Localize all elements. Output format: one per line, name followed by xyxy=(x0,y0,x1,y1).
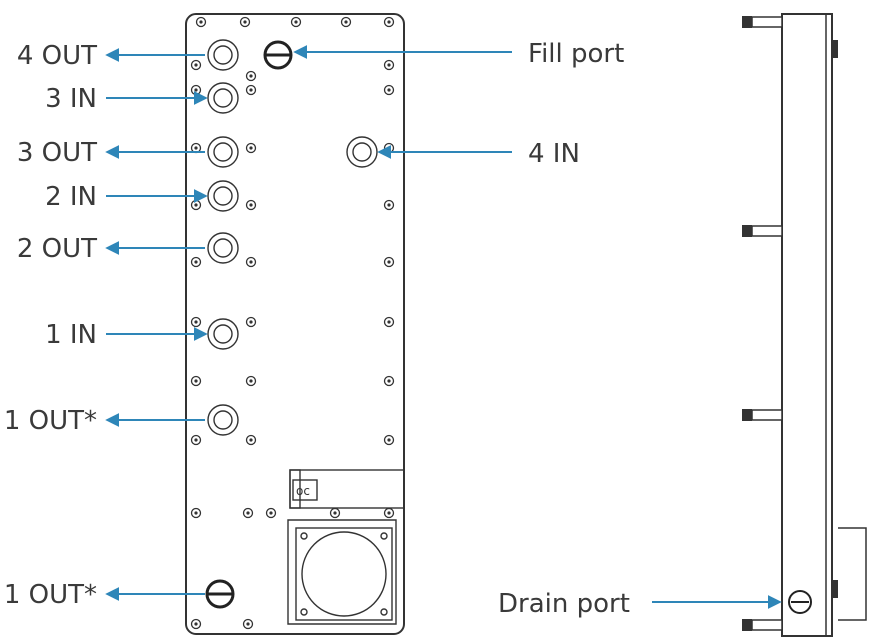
screw-holes xyxy=(190,16,395,630)
label-2-out: 2 OUT xyxy=(17,234,97,264)
screw-hole-center xyxy=(294,20,298,24)
screw-hole-center xyxy=(194,63,198,67)
screw-hole-center xyxy=(333,511,337,515)
screw-hole-center xyxy=(249,260,253,264)
screw-hole-center xyxy=(387,63,391,67)
callout-arrows xyxy=(105,45,782,609)
screw-hole-center xyxy=(387,260,391,264)
label-3-in: 3 IN xyxy=(45,84,97,114)
side-fitting-bottom xyxy=(742,619,783,631)
port-1-out-lower xyxy=(205,579,235,609)
screw-hole-center xyxy=(387,511,391,515)
screw-hole-center xyxy=(344,20,348,24)
screw-hole-center xyxy=(249,88,253,92)
side-view-plate xyxy=(742,13,867,637)
port-4-out xyxy=(207,39,239,71)
label-3-out: 3 OUT xyxy=(17,138,97,168)
screw-hole-center xyxy=(249,146,253,150)
side-fitting-mid xyxy=(742,225,783,237)
port-3-out xyxy=(207,136,239,168)
label-2-in: 2 IN xyxy=(45,182,97,212)
label-1-out-lower: 1 OUT* xyxy=(4,580,97,610)
screw-hole-center xyxy=(194,379,198,383)
screw-hole-center xyxy=(249,74,253,78)
label-4-in: 4 IN xyxy=(528,139,580,169)
port-3-in xyxy=(207,82,239,114)
screw-hole-center xyxy=(387,379,391,383)
port-2-out xyxy=(207,232,239,264)
svg-text:oc: oc xyxy=(296,484,310,498)
screw-hole-center xyxy=(249,379,253,383)
screw-hole-center xyxy=(194,438,198,442)
screw-hole-center xyxy=(387,320,391,324)
label-1-in: 1 IN xyxy=(45,320,97,350)
screw-hole-center xyxy=(246,622,250,626)
screw-hole-center xyxy=(194,622,198,626)
screw-hole-center xyxy=(194,146,198,150)
screw-hole-center xyxy=(387,20,391,24)
screw-hole-center xyxy=(387,88,391,92)
screw-hole-center xyxy=(387,203,391,207)
screw-hole-center xyxy=(194,320,198,324)
connector-bracket: oc xyxy=(289,469,405,509)
label-fill-port: Fill port xyxy=(528,39,624,69)
label-1-out-upper: 1 OUT* xyxy=(4,406,97,436)
screw-hole-center xyxy=(249,320,253,324)
port-1-in xyxy=(207,318,239,350)
fill-port xyxy=(263,40,293,70)
screw-hole-center xyxy=(243,20,247,24)
port-1-out-upper xyxy=(207,404,239,436)
screw-hole-center xyxy=(387,146,391,150)
side-fitting-low xyxy=(742,409,783,421)
screw-hole-center xyxy=(387,438,391,442)
screw-hole-center xyxy=(249,203,253,207)
screw-hole-center xyxy=(194,260,198,264)
screw-hole-center xyxy=(194,88,198,92)
screw-hole-center xyxy=(249,438,253,442)
side-fitting-top xyxy=(742,16,783,28)
screw-hole-center xyxy=(194,203,198,207)
port-2-in xyxy=(207,180,239,212)
screw-hole-center xyxy=(246,511,250,515)
front-view-plate: oc xyxy=(185,13,405,635)
callout-labels: 4 OUT 3 IN 3 OUT 2 IN 2 OUT 1 IN 1 OUT* … xyxy=(4,39,630,619)
screw-hole-center xyxy=(194,511,198,515)
label-4-out: 4 OUT xyxy=(17,41,97,71)
pump-housing xyxy=(287,519,397,625)
screw-hole-center xyxy=(199,20,203,24)
port-4-in xyxy=(346,136,378,168)
side-drain-port xyxy=(788,590,812,614)
screw-hole-center xyxy=(269,511,273,515)
label-drain-port: Drain port xyxy=(498,589,630,619)
